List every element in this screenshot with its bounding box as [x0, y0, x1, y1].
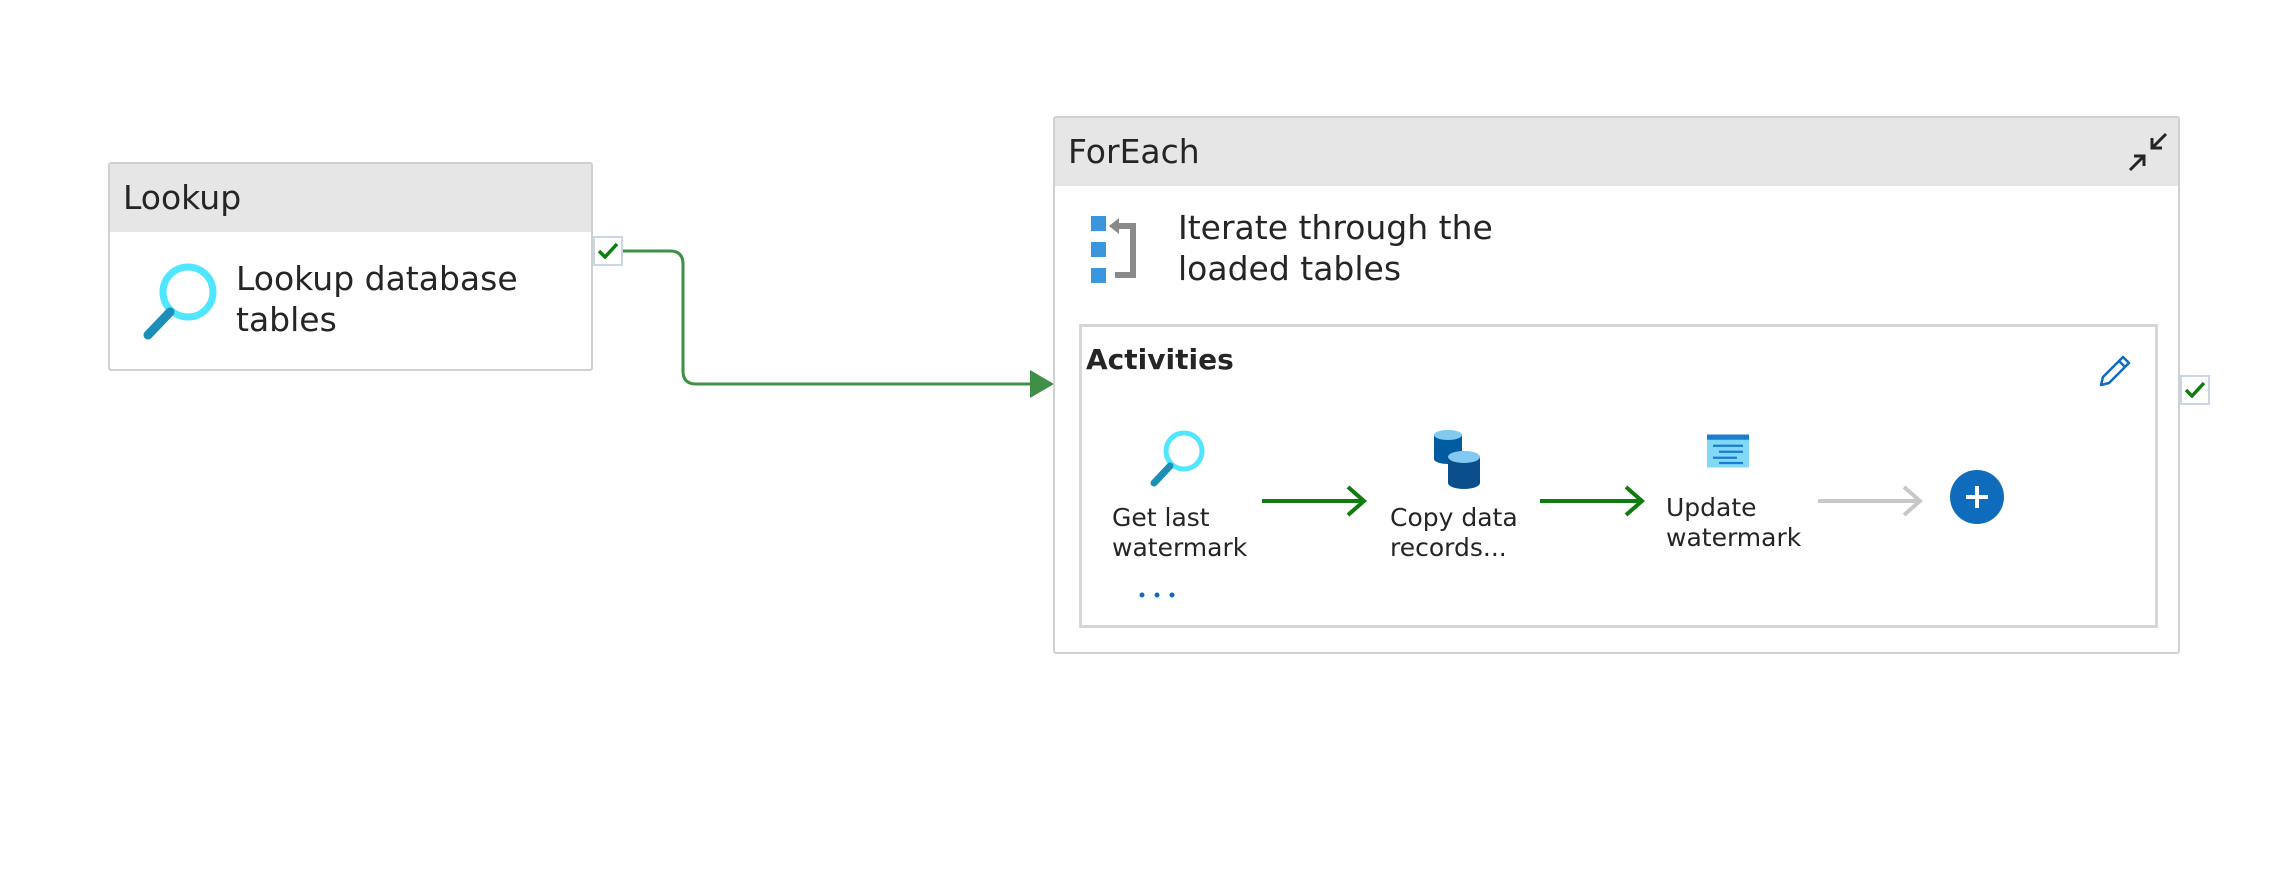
update-watermark-activity[interactable]: Update watermark — [1666, 433, 1816, 553]
activity-label: Update — [1666, 493, 1757, 522]
more-options-icon[interactable] — [1132, 585, 1182, 605]
activity-label: records... — [1390, 533, 1507, 562]
foreach-activity[interactable]: ForEach Iterate through the loaded table… — [1053, 116, 2180, 654]
copy-data-records-activity[interactable]: Copy data records... — [1390, 427, 1540, 563]
check-icon — [597, 242, 619, 260]
copy-data-icon — [1434, 430, 1480, 489]
stored-procedure-icon — [1707, 434, 1749, 468]
edit-icon[interactable] — [2095, 351, 2135, 391]
activity-label: watermark — [1666, 523, 1802, 552]
connector-arrowhead — [1030, 370, 1054, 398]
lookup-activity[interactable]: Lookup Lookup database tables — [108, 162, 593, 371]
lookup-icon — [1150, 430, 1205, 487]
plus-icon — [1966, 486, 1988, 508]
foreach-success-port[interactable] — [2180, 375, 2210, 405]
lookup-success-port[interactable] — [593, 236, 623, 266]
foreach-icon — [1091, 216, 1136, 283]
add-activity-button[interactable] — [1950, 470, 2004, 524]
success-arrow — [1262, 485, 1368, 517]
activity-label: Copy data — [1390, 503, 1518, 532]
get-last-watermark-activity[interactable]: Get last watermark — [1112, 427, 1262, 563]
activity-label: Get last — [1112, 503, 1210, 532]
activities-title: Activities — [1086, 343, 1234, 376]
pending-arrow — [1818, 485, 1924, 517]
activity-label: watermark — [1112, 533, 1248, 562]
lookup-to-foreach-connector[interactable] — [623, 249, 1030, 386]
foreach-activity-description: Iterate through the loaded tables — [1178, 208, 1493, 288]
foreach-activity-title: ForEach — [1055, 118, 2178, 186]
lookup-activity-title: Lookup — [110, 164, 591, 232]
success-arrow — [1540, 485, 1646, 517]
lookup-icon — [143, 263, 217, 340]
activities-panel[interactable]: Activities Get last watermark — [1079, 324, 2158, 628]
check-icon — [2184, 381, 2206, 399]
collapse-icon[interactable] — [2124, 128, 2172, 176]
lookup-activity-description: Lookup database tables — [236, 259, 518, 339]
